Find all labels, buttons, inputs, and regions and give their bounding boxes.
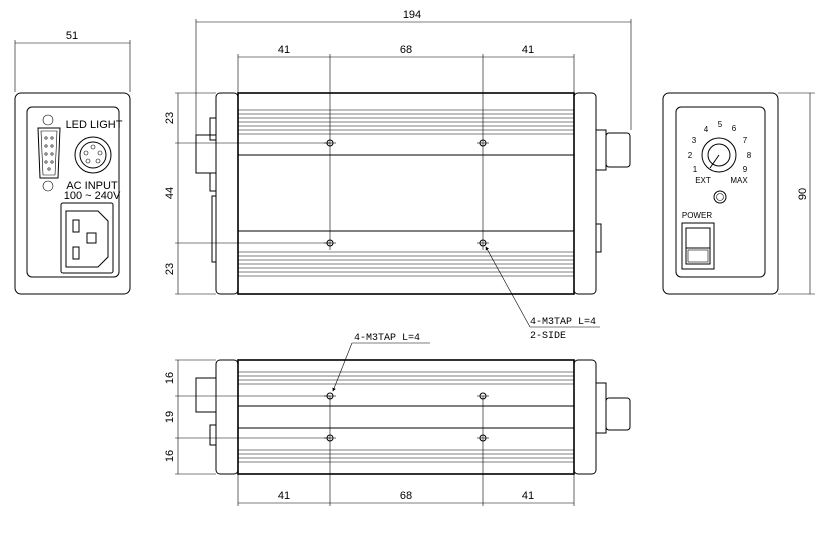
front-right-cap	[573, 92, 597, 295]
ac-input-label: AC INPUT	[66, 180, 118, 192]
svg-text:6: 6	[732, 124, 737, 133]
dim-left-width: 51	[66, 30, 78, 42]
indicator-led-icon	[713, 190, 727, 204]
front-body	[237, 92, 575, 295]
power-label: POWER	[682, 211, 712, 220]
dim-bottom-h3: 16	[164, 450, 176, 462]
dim-bottom-seg1: 41	[278, 490, 290, 502]
front-tap-callout: 4-M3TAP L=4	[530, 317, 596, 328]
svg-text:2: 2	[688, 151, 693, 160]
bottom-left-cap	[215, 359, 239, 475]
db-connector-icon	[37, 114, 61, 192]
svg-text:9: 9	[743, 165, 748, 174]
svg-text:1: 1	[693, 165, 698, 174]
front-callout-leader	[485, 246, 531, 328]
dim-total-length: 194	[403, 9, 421, 21]
front-view: 194 41 68 41 23 44 23	[164, 9, 632, 342]
led-light-label: LED LIGHT	[66, 119, 123, 131]
dim-bottom-seg2: 68	[400, 490, 412, 502]
bottom-fins-top	[238, 371, 574, 407]
led-connector-icon	[74, 136, 112, 174]
bottom-tap-callout: 4-M3TAP L=4	[354, 333, 420, 344]
dim-bottom-h2: 19	[164, 411, 176, 423]
right-panel-body	[662, 92, 779, 295]
svg-text:8: 8	[747, 151, 752, 160]
voltage-label: 100 ~ 240V	[64, 190, 121, 202]
front-fins-top	[238, 109, 574, 156]
ac-inlet-icon	[60, 202, 114, 274]
svg-text:4: 4	[704, 125, 709, 134]
intensity-dial: 1 2 3 4 5 6 7 8 9 EXT MAX	[688, 120, 752, 185]
ext-label: EXT	[695, 176, 711, 185]
svg-text:7: 7	[743, 136, 748, 145]
left-end-view: 51 LED LIGHT AC INPUT 100 ~ 240	[14, 30, 131, 295]
bottom-tap-holes	[324, 392, 489, 442]
front-tap-holes	[324, 139, 489, 247]
bottom-right-cap	[573, 359, 597, 475]
bottom-callout-leader	[332, 342, 353, 392]
max-label: MAX	[730, 176, 748, 185]
dim-right-height: 90	[797, 188, 809, 200]
bottom-view: 16 19 16	[164, 333, 631, 506]
front-fins-bottom	[238, 230, 574, 277]
dim-front-h3: 23	[164, 263, 176, 275]
bottom-body	[237, 359, 575, 475]
right-end-view: 90 1 2 3 4 5 6 7 8 9 EXT MAX POWER	[662, 92, 815, 295]
dim-front-h2: 44	[164, 187, 176, 199]
dim-front-seg1: 41	[278, 44, 290, 56]
power-switch-icon	[681, 222, 715, 270]
left-panel-plate	[26, 106, 120, 278]
dim-front-seg2: 68	[400, 44, 412, 56]
dim-front-h1: 23	[164, 112, 176, 124]
bottom-fins-bottom	[238, 427, 574, 463]
dim-front-seg3: 41	[522, 44, 534, 56]
svg-text:5: 5	[718, 120, 723, 129]
svg-text:3: 3	[692, 136, 697, 145]
left-panel-body	[14, 92, 131, 295]
dim-bottom-h1: 16	[164, 372, 176, 384]
dim-bottom-seg3: 41	[522, 490, 534, 502]
front-side-callout: 2-SIDE	[530, 331, 566, 342]
front-left-cap	[215, 92, 239, 295]
right-panel-plate	[675, 106, 766, 278]
